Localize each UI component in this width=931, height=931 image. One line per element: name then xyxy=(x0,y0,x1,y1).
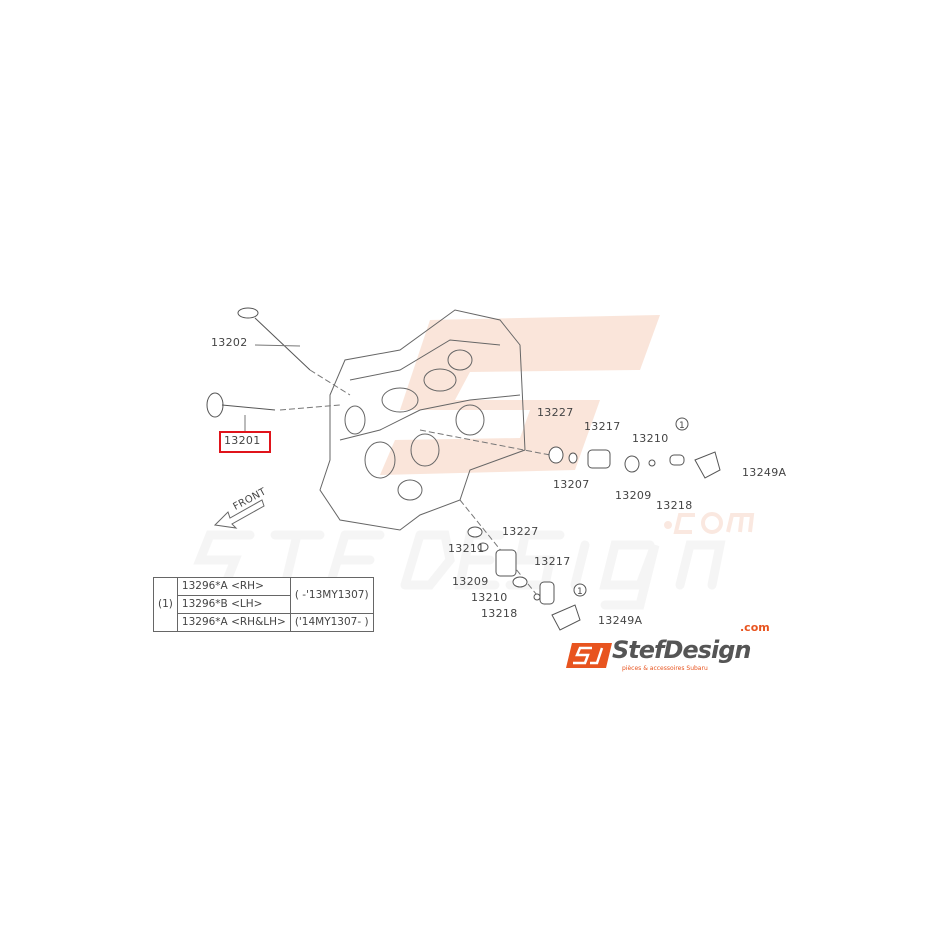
legend-part: 13296*A <RH> xyxy=(176,577,291,596)
callout-13218-top[interactable]: 13218 xyxy=(656,499,693,512)
valve-13201[interactable] xyxy=(206,392,276,418)
legend-period: ( -'13MY1307) xyxy=(289,577,374,614)
marker-top-text: 1 xyxy=(679,421,685,431)
highlight-box xyxy=(219,431,271,453)
legend-period: ('14MY1307- ) xyxy=(289,613,374,632)
legend-table: (1) 13296*A <RH> ( -'13MY1307) 13296*B <… xyxy=(153,577,374,632)
callout-13227-top[interactable]: 13227 xyxy=(537,406,574,419)
callout-13227-bottom[interactable]: 13227 xyxy=(502,525,539,538)
callout-13249a-bottom[interactable]: 13249A xyxy=(598,614,643,627)
legend-marker-text: 1 xyxy=(162,598,169,610)
valve-train-bottom: 1 xyxy=(467,526,587,631)
callout-13202[interactable]: 13202 xyxy=(211,336,248,349)
logo-name: StefDesign xyxy=(612,636,751,664)
callout-13210-bottom[interactable]: 13210 xyxy=(471,591,508,604)
callout-13217-bottom[interactable]: 13217 xyxy=(534,555,571,568)
callout-13217-top[interactable]: 13217 xyxy=(584,420,621,433)
callout-13249a-top[interactable]: 13249A xyxy=(742,466,787,479)
logo-mark xyxy=(566,643,612,668)
logo-tagline: pièces & accessoires Subaru xyxy=(622,665,708,672)
valve-13202[interactable] xyxy=(237,307,311,371)
callout-13210-top[interactable]: 13210 xyxy=(632,432,669,445)
callout-13218-bottom[interactable]: 13218 xyxy=(481,607,518,620)
callout-13209-top[interactable]: 13209 xyxy=(615,489,652,502)
watermark-logo xyxy=(180,315,755,610)
callout-13209-bottom[interactable]: 13209 xyxy=(452,575,489,588)
legend-part: 13296*A <RH&LH> xyxy=(176,613,291,632)
logo-domain: .com xyxy=(740,621,770,634)
legend-marker: (1) xyxy=(153,577,178,632)
front-arrow-icon xyxy=(213,499,265,529)
legend-part: 13296*B <LH> xyxy=(176,595,291,614)
marker-bottom-text: 1 xyxy=(577,587,583,597)
callout-13207-top[interactable]: 13207 xyxy=(553,478,590,491)
valve-train-top: 1 xyxy=(548,417,721,479)
callout-13201[interactable]: 13201 xyxy=(224,434,261,447)
callout-13211-bottom[interactable]: 13211 xyxy=(448,542,485,555)
cylinder-head xyxy=(319,309,526,531)
